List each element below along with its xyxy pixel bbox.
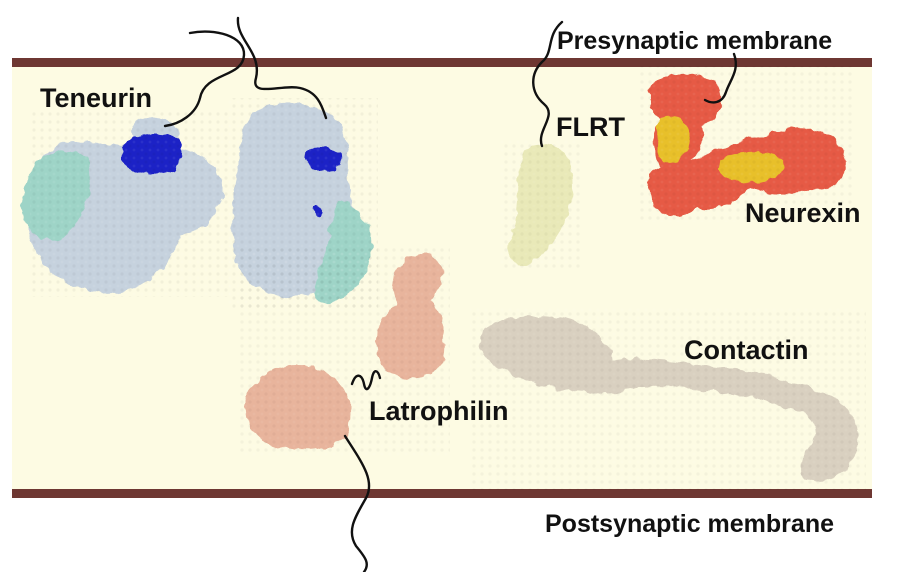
presynaptic-membrane-label: Presynaptic membrane xyxy=(557,27,832,55)
latrophilin-label: Latrophilin xyxy=(369,396,508,426)
teneurin-left-tether xyxy=(163,30,246,128)
teneurin-label: Teneurin xyxy=(40,83,152,113)
latrophilin-tether xyxy=(343,434,371,574)
flrt-label: FLRT xyxy=(556,112,625,142)
presynaptic-membrane-bar xyxy=(12,58,872,67)
postsynaptic-membrane-bar xyxy=(12,489,872,498)
latrophilin-linker xyxy=(350,370,382,391)
tethers xyxy=(163,16,738,574)
contactin-label: Contactin xyxy=(684,335,809,365)
postsynaptic-membrane-label: Postsynaptic membrane xyxy=(545,510,834,538)
neurexin-label: Neurexin xyxy=(745,198,861,228)
teneurin-right-tether xyxy=(236,16,328,120)
flrt-tether xyxy=(532,20,564,148)
neurexin-tether xyxy=(703,52,738,104)
